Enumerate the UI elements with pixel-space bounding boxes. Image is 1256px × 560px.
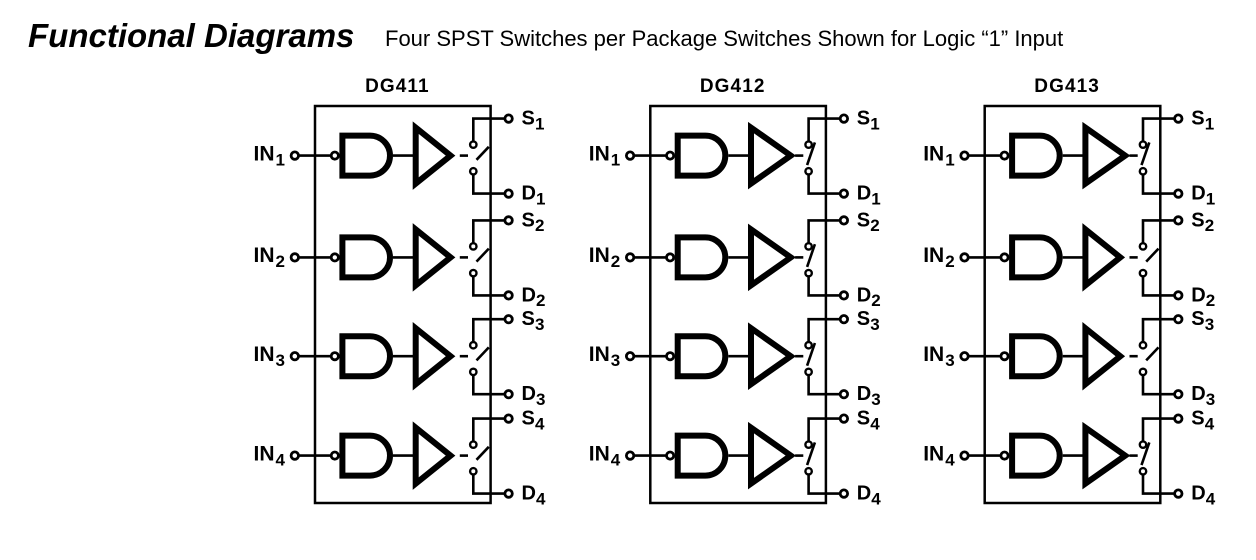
svg-text:D: D — [1191, 284, 1205, 306]
svg-text:D: D — [1191, 483, 1205, 505]
svg-text:3: 3 — [1205, 315, 1214, 334]
svg-text:1: 1 — [945, 150, 954, 169]
svg-text:DG411: DG411 — [365, 76, 430, 97]
svg-text:DG412: DG412 — [700, 76, 766, 97]
svg-text:D: D — [522, 483, 536, 505]
svg-text:1: 1 — [1206, 189, 1215, 208]
svg-text:S: S — [522, 408, 535, 430]
svg-text:D: D — [522, 284, 536, 306]
svg-text:IN: IN — [254, 343, 275, 366]
svg-text:3: 3 — [945, 351, 954, 370]
svg-text:S: S — [1191, 209, 1204, 231]
svg-text:D: D — [857, 483, 871, 505]
svg-text:3: 3 — [870, 315, 879, 334]
svg-text:S: S — [857, 108, 870, 130]
svg-text:4: 4 — [871, 489, 881, 508]
svg-text:IN: IN — [589, 442, 610, 465]
svg-text:4: 4 — [945, 450, 955, 469]
svg-text:2: 2 — [536, 291, 545, 310]
svg-text:D: D — [857, 183, 871, 205]
svg-text:IN: IN — [923, 442, 944, 465]
svg-text:2: 2 — [871, 291, 880, 310]
svg-text:D: D — [857, 383, 871, 405]
svg-text:IN: IN — [589, 142, 610, 165]
svg-text:S: S — [857, 209, 870, 231]
svg-text:DG413: DG413 — [1034, 76, 1100, 97]
svg-text:1: 1 — [1205, 114, 1214, 133]
svg-text:D: D — [522, 183, 536, 205]
svg-text:2: 2 — [276, 252, 285, 271]
svg-text:2: 2 — [535, 216, 544, 235]
svg-text:IN: IN — [254, 442, 275, 465]
svg-text:S: S — [522, 209, 535, 231]
svg-text:1: 1 — [611, 150, 620, 169]
svg-text:1: 1 — [870, 114, 879, 133]
svg-text:4: 4 — [1205, 414, 1215, 433]
svg-text:S: S — [1191, 108, 1204, 130]
svg-text:2: 2 — [1205, 216, 1214, 235]
svg-text:3: 3 — [536, 390, 545, 409]
svg-text:3: 3 — [535, 315, 544, 334]
svg-text:3: 3 — [276, 351, 285, 370]
svg-text:2: 2 — [1206, 291, 1215, 310]
svg-text:S: S — [857, 308, 870, 330]
svg-text:4: 4 — [1206, 489, 1216, 508]
svg-text:S: S — [522, 108, 535, 130]
svg-text:IN: IN — [589, 244, 610, 267]
svg-text:IN: IN — [254, 244, 275, 267]
svg-text:1: 1 — [535, 114, 544, 133]
svg-text:4: 4 — [536, 489, 546, 508]
svg-text:S: S — [522, 308, 535, 330]
svg-text:D: D — [1191, 183, 1205, 205]
svg-text:IN: IN — [923, 343, 944, 366]
svg-text:S: S — [857, 408, 870, 430]
svg-text:1: 1 — [536, 189, 545, 208]
svg-text:3: 3 — [871, 390, 880, 409]
svg-text:2: 2 — [870, 216, 879, 235]
svg-text:D: D — [522, 383, 536, 405]
svg-text:4: 4 — [870, 414, 880, 433]
svg-text:4: 4 — [611, 450, 621, 469]
svg-text:1: 1 — [276, 150, 285, 169]
svg-text:3: 3 — [1206, 390, 1215, 409]
svg-text:IN: IN — [923, 142, 944, 165]
svg-text:D: D — [1191, 383, 1205, 405]
svg-text:4: 4 — [276, 450, 286, 469]
svg-text:2: 2 — [611, 252, 620, 271]
svg-text:2: 2 — [945, 252, 954, 271]
svg-text:3: 3 — [611, 351, 620, 370]
svg-text:Functional Diagrams: Functional Diagrams — [28, 17, 354, 54]
svg-text:IN: IN — [589, 343, 610, 366]
svg-text:S: S — [1191, 408, 1204, 430]
svg-text:Four SPST Switches per Package: Four SPST Switches per Package Switches … — [385, 26, 1063, 51]
svg-text:S: S — [1191, 308, 1204, 330]
svg-text:4: 4 — [535, 414, 545, 433]
svg-text:D: D — [857, 284, 871, 306]
svg-text:1: 1 — [871, 189, 880, 208]
svg-text:IN: IN — [254, 142, 275, 165]
svg-text:IN: IN — [923, 244, 944, 267]
